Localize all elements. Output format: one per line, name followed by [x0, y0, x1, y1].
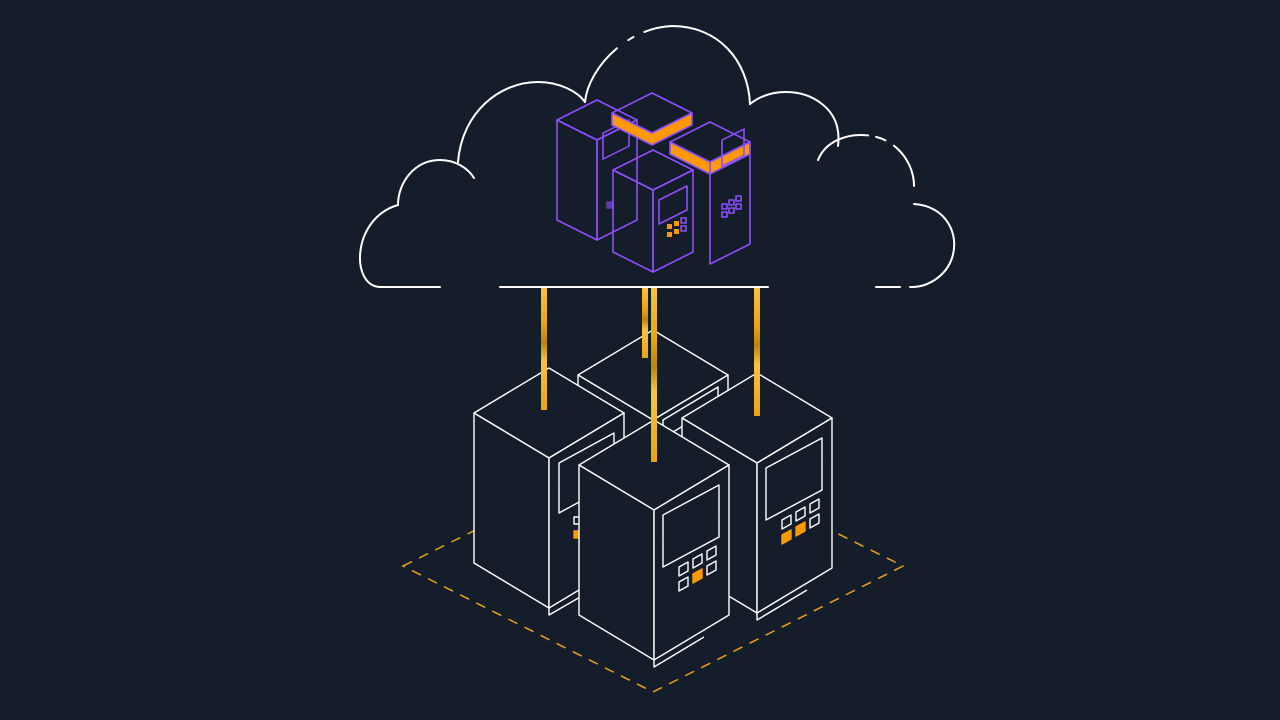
- link-back: [642, 288, 648, 358]
- cloud-server-back-center: [611, 92, 693, 146]
- server-right-face: [652, 169, 694, 273]
- cloud-server-top-accent: [611, 112, 693, 146]
- link-front: [651, 288, 657, 462]
- link-left: [541, 288, 547, 410]
- server-buttons: [721, 195, 742, 218]
- server-left-face: [612, 169, 654, 273]
- link-right: [754, 288, 760, 416]
- server-screen: [765, 437, 823, 521]
- server-screen: [658, 185, 688, 225]
- onprem-server-front: [578, 419, 730, 668]
- connection-links: [541, 288, 760, 462]
- cloud-servers: [556, 92, 751, 273]
- server-screen: [662, 484, 720, 568]
- cloud-server-front: [612, 149, 694, 273]
- cloud-right-bump: [749, 91, 840, 147]
- cloud-big-bump: [457, 80, 586, 163]
- onprem-servers: [473, 329, 833, 668]
- cloud-far-right-bump: [817, 134, 915, 187]
- cloud-icon: [359, 24, 956, 288]
- server-base: [653, 636, 705, 668]
- server-base: [756, 589, 808, 621]
- server-buttons: [678, 545, 717, 592]
- server-buttons: [781, 498, 820, 545]
- cloud-server-back-right: [669, 121, 751, 265]
- cloud-top-bump: [584, 24, 751, 105]
- server-buttons: [667, 217, 687, 237]
- cloud-right-edge: [911, 203, 956, 288]
- cloud-left-bump: [359, 158, 475, 288]
